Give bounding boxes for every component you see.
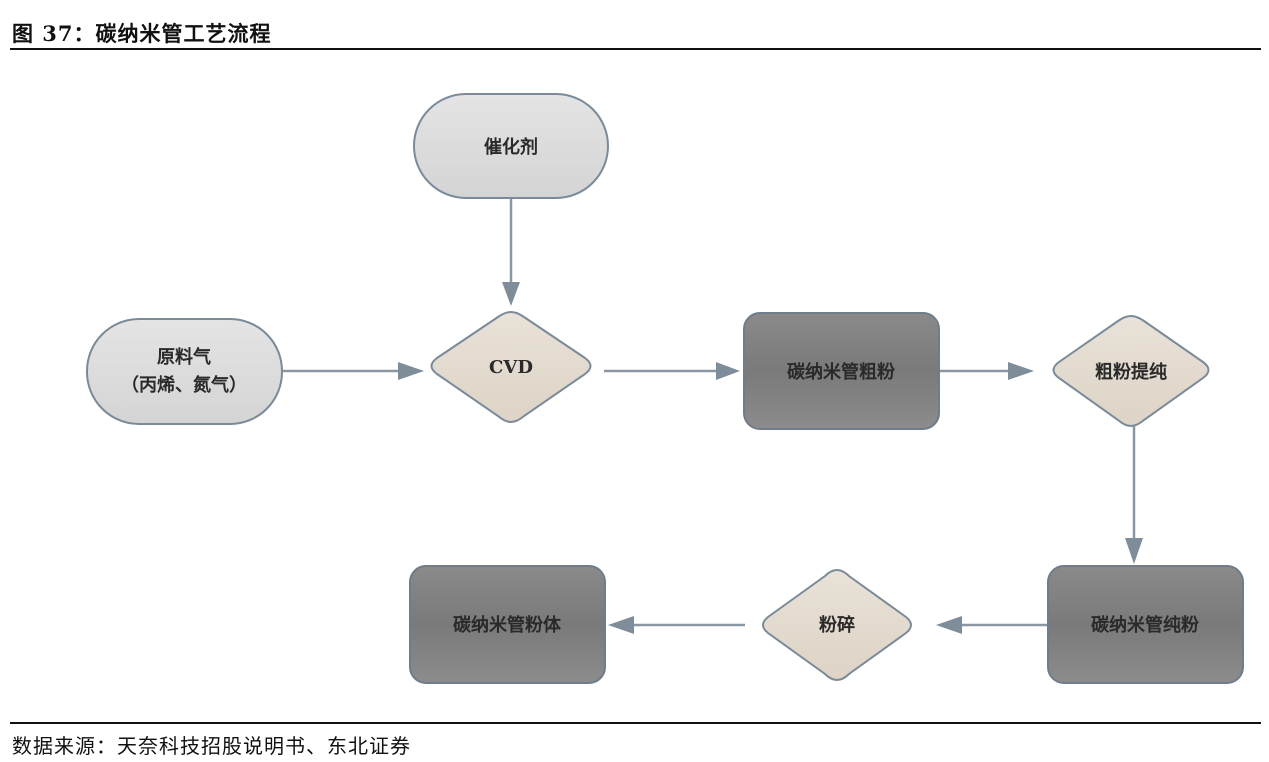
arrow-icon: [1008, 362, 1034, 380]
node-purification-label: 粗粉提纯: [1095, 361, 1167, 383]
arrow-icon: [936, 616, 962, 634]
node-pure-powder: 碳纳米管纯粉: [1047, 565, 1244, 684]
top-rule: [10, 48, 1261, 50]
node-crushing: 粉碎: [762, 568, 912, 682]
bottom-rule: [10, 722, 1261, 724]
arrow-icon: [1125, 538, 1143, 564]
arrow-icon: [398, 362, 424, 380]
arrow-icon: [608, 616, 634, 634]
node-purification: 粗粉提纯: [1052, 314, 1210, 428]
node-crushing-label: 粉碎: [819, 614, 855, 636]
figure-title: 图 37：碳纳米管工艺流程: [12, 21, 272, 46]
node-pure-powder-label: 碳纳米管纯粉: [1091, 614, 1199, 636]
node-feed-gas-label-line1: 原料气: [157, 346, 211, 368]
node-crude-powder: 碳纳米管粗粉: [743, 312, 940, 430]
node-crude-powder-label: 碳纳米管粗粉: [787, 361, 895, 383]
node-catalyst-label: 催化剂: [484, 136, 538, 158]
node-feed-gas: 原料气 （丙烯、氮气）: [86, 318, 283, 425]
data-source-note: 数据来源：天奈科技招股说明书、东北证券: [12, 734, 411, 758]
node-final-powder: 碳纳米管粉体: [409, 565, 606, 684]
node-catalyst: 催化剂: [413, 93, 609, 199]
node-cvd: CVD: [430, 310, 592, 424]
edges: [283, 198, 1143, 634]
arrow-icon: [502, 282, 520, 306]
arrow-icon: [716, 362, 740, 380]
node-final-powder-label: 碳纳米管粉体: [453, 614, 562, 636]
node-feed-gas-label-line2: （丙烯、氮气）: [121, 374, 247, 396]
node-cvd-label: CVD: [489, 357, 533, 378]
